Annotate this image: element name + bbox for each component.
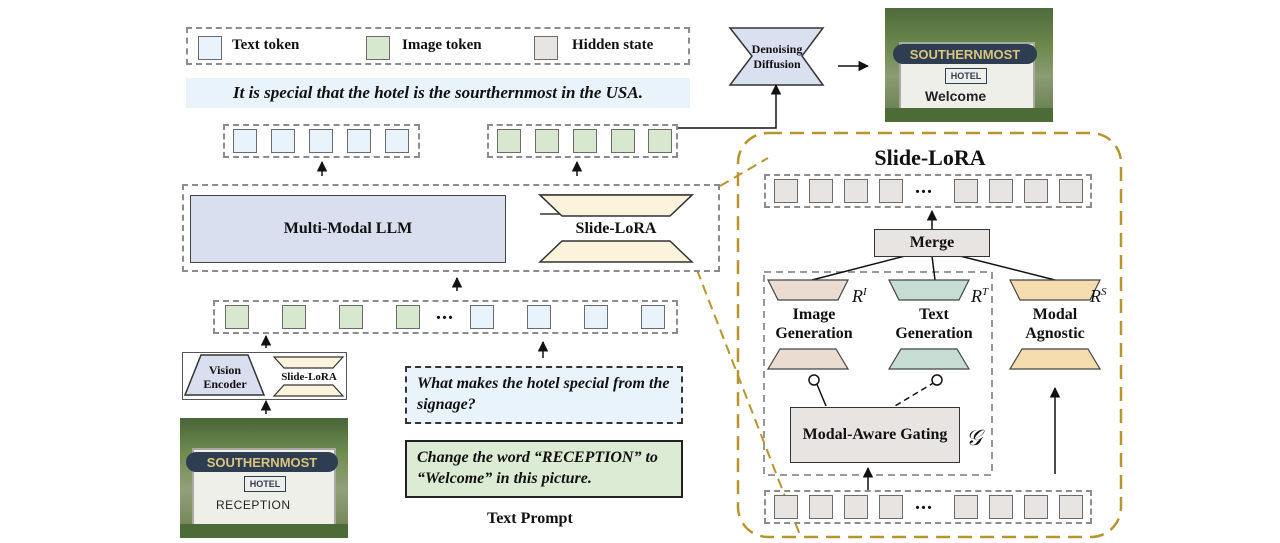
- token-square: [396, 305, 420, 329]
- r-text-top: [888, 279, 970, 301]
- token-square: [1024, 179, 1048, 203]
- legend-box: [186, 27, 690, 65]
- token-square: [385, 129, 409, 153]
- token-square: [584, 305, 608, 329]
- token-square: [774, 179, 798, 203]
- input-sign-hotel: HOTEL: [244, 476, 286, 492]
- token-square: [989, 495, 1013, 519]
- panel-output-tokens: [764, 174, 1092, 208]
- slide-lora-panel-border: [736, 131, 1123, 539]
- encoder-slide-lora-label: Slide-LoRA: [281, 371, 337, 383]
- question-prompt: What makes the hotel special from the si…: [405, 366, 683, 424]
- token-square: [225, 305, 249, 329]
- foliage: [885, 108, 1053, 122]
- input-image: SOUTHERNMOST HOTEL RECEPTION: [180, 418, 348, 538]
- token-square: [233, 129, 257, 153]
- output-image-tokens: [487, 124, 678, 158]
- token-square: [535, 129, 559, 153]
- r-image-bottom: [766, 348, 850, 370]
- r-image-superscript: I: [863, 286, 867, 298]
- slide-lora-label: Slide-LoRA: [575, 220, 657, 237]
- token-square: [954, 495, 978, 519]
- slide-lora-shape-bottom: [538, 240, 694, 263]
- panel-input-ellipsis: ...: [915, 492, 933, 514]
- r-shared-superscript: S: [1101, 286, 1107, 298]
- r-shared-top: [1009, 279, 1101, 301]
- encoder-slide-lora-bottom: [272, 384, 345, 397]
- legend-text-swatch: [198, 36, 222, 60]
- llm-row-box: [182, 184, 720, 272]
- input-sign-reception: RECEPTION: [216, 498, 291, 512]
- token-square: [1059, 179, 1083, 203]
- generated-image: SOUTHERNMOST HOTEL Welcome: [885, 8, 1053, 122]
- input-sign-title: SOUTHERNMOST: [186, 452, 338, 472]
- legend-hidden-label: Hidden state: [572, 37, 654, 53]
- token-square: [879, 179, 903, 203]
- r-text-symbol: RT: [971, 286, 989, 306]
- denoising-diffusion-label: Denoising Diffusion: [751, 42, 803, 71]
- token-square: [470, 305, 494, 329]
- r-text-superscript: T: [982, 286, 989, 298]
- output-text-tokens: [223, 124, 420, 158]
- slide-lora-shape-top: [538, 194, 694, 217]
- token-square: [347, 129, 371, 153]
- legend-image-swatch: [366, 36, 390, 60]
- modal-agnostic-label: Modal Agnostic: [1025, 306, 1085, 342]
- panel-input-tokens: [764, 490, 1092, 524]
- legend-hidden-swatch: [534, 36, 558, 60]
- legend-image-label: Image token: [402, 37, 482, 53]
- r-image-symbol: RI: [852, 286, 867, 306]
- token-square: [573, 129, 597, 153]
- r-image-top: [767, 279, 849, 301]
- input-ellipsis: ...: [436, 302, 454, 324]
- sign-hotel: HOTEL: [945, 68, 987, 84]
- text-generation-label: Text Generation: [895, 306, 973, 342]
- edit-prompt: Change the word “RECEPTION” to “Welcome”…: [405, 440, 683, 498]
- token-square: [1024, 495, 1048, 519]
- token-square: [282, 305, 306, 329]
- vision-encoder-shape: [183, 354, 266, 396]
- panel-output-ellipsis: ...: [915, 176, 933, 198]
- text-prompt-label: Text Prompt: [487, 510, 573, 527]
- image-generation-label: Image Generation: [775, 306, 853, 342]
- token-square: [527, 305, 551, 329]
- token-square: [611, 129, 635, 153]
- token-square: [648, 129, 672, 153]
- token-square: [271, 129, 295, 153]
- token-square: [954, 179, 978, 203]
- token-square: [809, 495, 833, 519]
- modal-aware-gating: Modal-Aware Gating: [790, 407, 960, 463]
- vision-encoder-box: [182, 352, 347, 400]
- r-shared-bottom: [1008, 348, 1102, 370]
- panel-title: Slide-LoRA: [874, 145, 986, 170]
- r-shared-symbol: RS: [1090, 286, 1107, 306]
- token-square: [989, 179, 1013, 203]
- r-text-bottom: [887, 348, 971, 370]
- token-square: [339, 305, 363, 329]
- token-square: [844, 179, 868, 203]
- legend-text-label: Text token: [232, 37, 300, 53]
- token-square: [879, 495, 903, 519]
- input-tokens: [213, 300, 678, 334]
- token-square: [809, 179, 833, 203]
- encoder-slide-lora-top: [272, 356, 345, 369]
- sign-welcome: Welcome: [925, 88, 987, 104]
- token-square: [844, 495, 868, 519]
- input-foliage: [180, 524, 348, 538]
- merge-box: Merge: [874, 229, 990, 257]
- vision-encoder-label: Vision Encoder: [203, 363, 247, 391]
- gating-symbol: 𝒢: [966, 425, 982, 450]
- multimodal-llm: Multi-Modal LLM: [190, 195, 506, 263]
- token-square: [1059, 495, 1083, 519]
- token-square: [774, 495, 798, 519]
- denoising-diffusion-shape: [728, 27, 825, 86]
- token-square: [309, 129, 333, 153]
- token-square: [641, 305, 665, 329]
- token-square: [497, 129, 521, 153]
- output-text: It is special that the hotel is the sour…: [186, 78, 690, 108]
- sign-title: SOUTHERNMOST: [893, 44, 1037, 64]
